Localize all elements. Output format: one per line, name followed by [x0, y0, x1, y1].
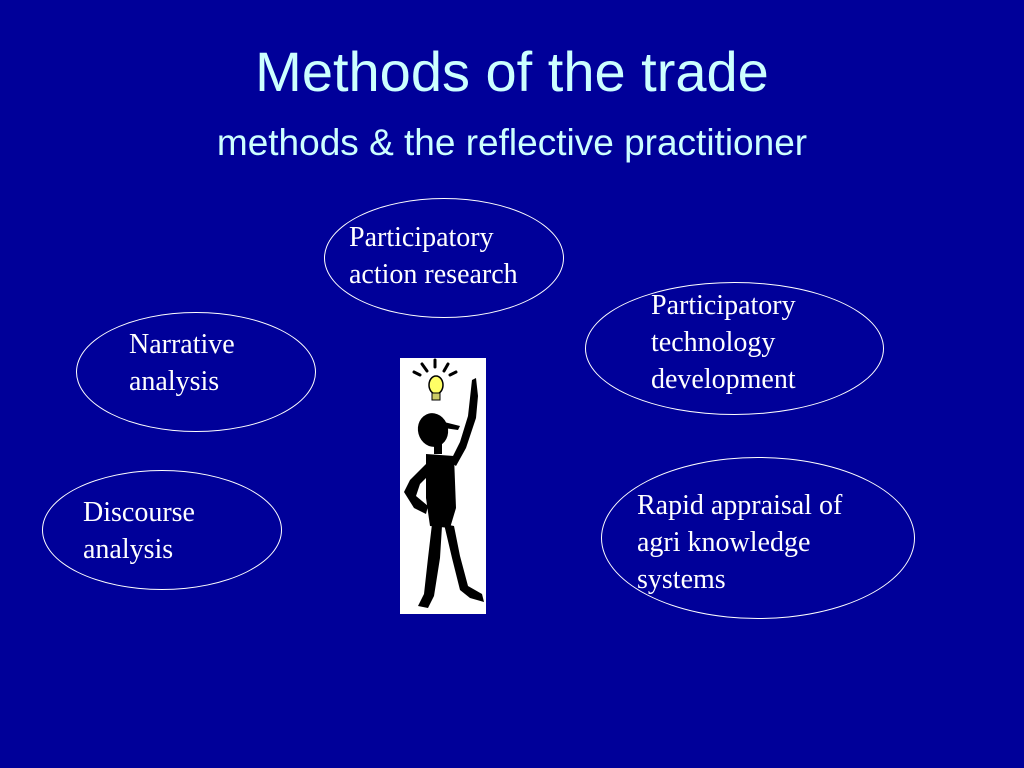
- ellipse-participatory-technology-development: [585, 282, 884, 415]
- label-line: Participatory: [651, 290, 796, 321]
- slide-title: Methods of the trade: [255, 40, 769, 103]
- lightbulb-icon: [428, 375, 444, 401]
- label-line: agri knowledge: [637, 527, 811, 558]
- label-line: Narrative: [129, 329, 235, 360]
- label-line: Discourse: [83, 497, 195, 528]
- ellipse-narrative-analysis: [76, 312, 316, 432]
- label-rapid-appraisal: Rapid appraisal of agri knowledge system…: [637, 487, 842, 598]
- label-participatory-technology-development: Participatory technology development: [651, 287, 796, 398]
- thinking-person-lightbulb-icon: [404, 358, 484, 608]
- idea-rays-icon: [412, 358, 458, 377]
- ellipse-participatory-action-research: [324, 198, 564, 318]
- label-line: technology: [651, 327, 776, 358]
- label-line: Rapid appraisal of: [637, 490, 843, 521]
- ellipse-discourse-analysis: [42, 470, 282, 590]
- label-discourse-analysis: Discourse analysis: [83, 494, 195, 568]
- label-line: analysis: [129, 366, 220, 397]
- figure-panel: [400, 358, 486, 614]
- label-line: Participatory: [349, 222, 494, 253]
- label-narrative-analysis: Narrative analysis: [129, 326, 235, 400]
- label-participatory-action-research: Participatory action research: [349, 219, 518, 293]
- label-line: development: [651, 364, 796, 395]
- label-line: action research: [349, 259, 518, 290]
- ellipse-rapid-appraisal: [601, 457, 915, 619]
- label-line: systems: [637, 564, 726, 595]
- label-line: analysis: [83, 534, 174, 565]
- slide-subtitle: methods & the reflective practitioner: [216, 122, 808, 163]
